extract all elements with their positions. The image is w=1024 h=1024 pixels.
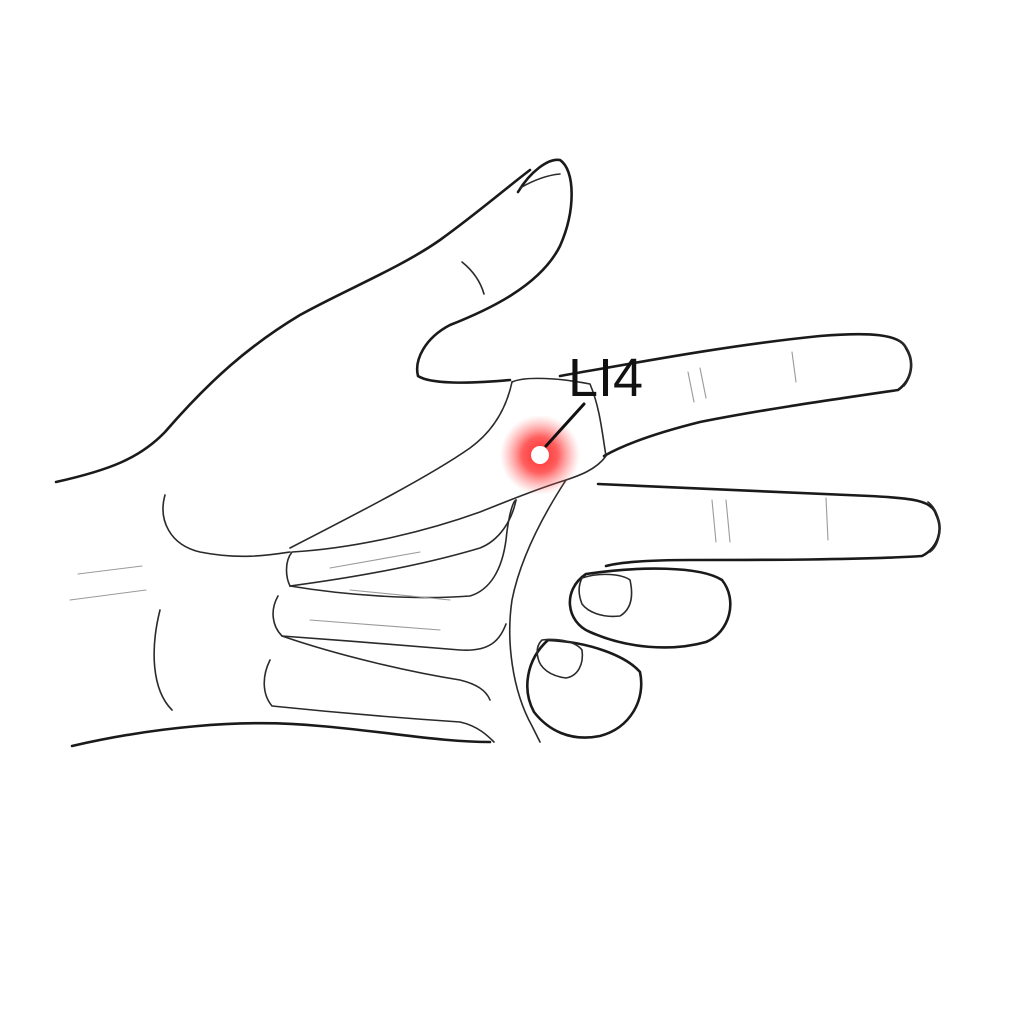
third-metacarpal-lower xyxy=(281,635,491,701)
tendon-line-3 xyxy=(309,619,441,631)
ring-fingernail xyxy=(578,573,633,618)
thumb xyxy=(415,158,573,384)
tendon-line-1 xyxy=(329,551,421,569)
wrist-crease-1 xyxy=(77,565,143,575)
thumb-nail-line xyxy=(519,173,561,189)
hand-midline xyxy=(508,479,567,743)
index-knuckle-crease-2 xyxy=(699,367,707,399)
middle-finger xyxy=(596,482,941,568)
index-knuckle-crease-3 xyxy=(791,351,797,383)
acupoint-li4: LI4 xyxy=(500,348,643,495)
little-finger-outline xyxy=(526,638,643,739)
first-metacarpal-upper-edge xyxy=(289,381,513,549)
wrist-and-palm xyxy=(54,168,532,748)
index-finger xyxy=(558,332,913,458)
fourth-metacarpal xyxy=(263,659,495,743)
acupoint-marker xyxy=(531,446,549,464)
ring-finger-outline xyxy=(568,567,732,649)
third-metacarpal xyxy=(272,595,507,651)
middle-knuckle-crease-3 xyxy=(825,497,829,541)
little-finger xyxy=(526,638,643,739)
tendon-line-2 xyxy=(349,589,451,601)
thumb-outline xyxy=(415,158,573,384)
upper-wrist-contour xyxy=(54,168,532,484)
middle-finger-outline xyxy=(596,482,941,568)
middle-fingertip xyxy=(927,501,941,553)
palm-lower-curve xyxy=(153,609,173,711)
label-leader-line xyxy=(544,402,586,448)
middle-knuckle-crease-1 xyxy=(711,499,717,543)
lower-wrist-contour xyxy=(70,721,492,748)
little-fingernail xyxy=(536,638,584,679)
acupoint-label: LI4 xyxy=(568,348,643,408)
ring-finger xyxy=(568,567,732,649)
middle-knuckle-crease-2 xyxy=(725,499,731,543)
wrist-crease-2 xyxy=(69,589,147,601)
second-metacarpal xyxy=(289,499,517,587)
index-knuckle-crease-1 xyxy=(687,371,695,403)
second-metacarpal-lower xyxy=(289,499,517,599)
palm-inner-curve xyxy=(162,494,291,558)
index-fingertip xyxy=(897,339,912,387)
thumb-crease xyxy=(461,261,485,295)
